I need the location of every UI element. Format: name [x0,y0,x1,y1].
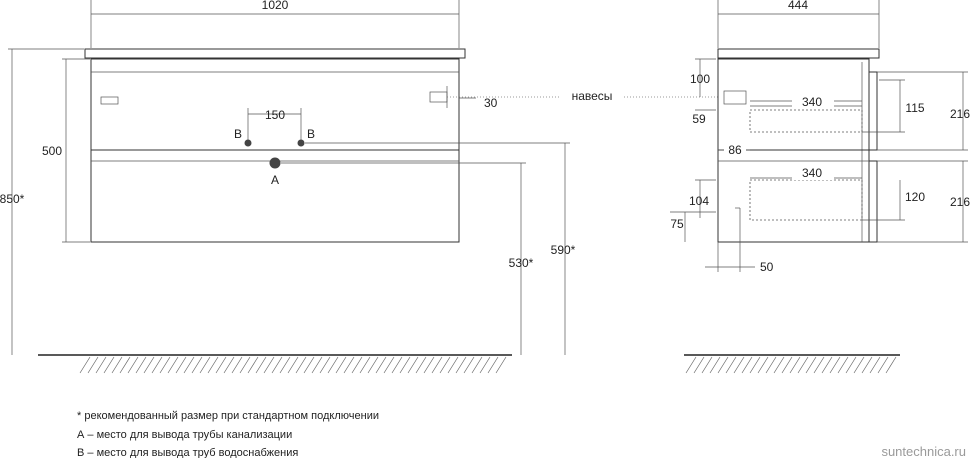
dim-59: 59 [692,112,706,126]
front-countertop [84,48,466,59]
floor-hatch-side [685,356,897,374]
upper-facade-height: 216 [950,107,970,121]
hanger-offset-dimension: 30 [484,96,498,110]
body-height-dimension: 500 [42,144,62,158]
depth-dimension: 444 [788,0,808,12]
lower-drawer-depth: 340 [802,166,822,180]
lower-drawer [749,179,863,221]
water-outlet-right [297,139,305,147]
dim-75: 75 [670,217,684,231]
top-offset-dimension: 100 [690,72,710,86]
watermark: suntechnica.ru [881,444,966,458]
water-height-dimension: 590* [551,243,576,257]
side-hanger-icon [723,90,747,105]
lower-drawer-height: 120 [905,190,925,204]
upper-drawer-height: 115 [905,101,924,115]
upper-drawer [749,109,863,133]
side-countertop [717,48,880,59]
note-water-pipes: В – место для вывода труб водоснабжения [77,447,298,458]
note-drain-pipe: А – место для вывода трубы канализации [77,429,292,441]
dim-86: 86 [728,143,742,157]
drain-height-dimension: 530* [509,256,534,270]
pipe-spacing-dimension: 150 [265,108,285,122]
label-a: A [271,173,279,187]
hanger-right-icon [429,91,448,103]
upper-facade [868,71,878,151]
upper-drawer-depth: 340 [802,95,822,109]
label-b-right: B [307,127,315,141]
lower-facade [868,160,878,243]
drain-outlet [269,157,281,169]
note-recommended-size: * рекомендованный размер при стандартном… [77,410,379,422]
width-dimension: 1020 [262,0,289,12]
hangers-label: навесы [572,89,613,103]
hanger-left-icon [100,96,119,105]
lower-facade-height: 216 [950,195,970,209]
dim-104: 104 [689,194,709,208]
water-outlet-left [244,139,252,147]
floor-hatch-front [79,356,507,374]
dim-50: 50 [760,260,774,274]
label-b-left: B [234,127,242,141]
total-height-dimension: 850* [0,192,25,206]
